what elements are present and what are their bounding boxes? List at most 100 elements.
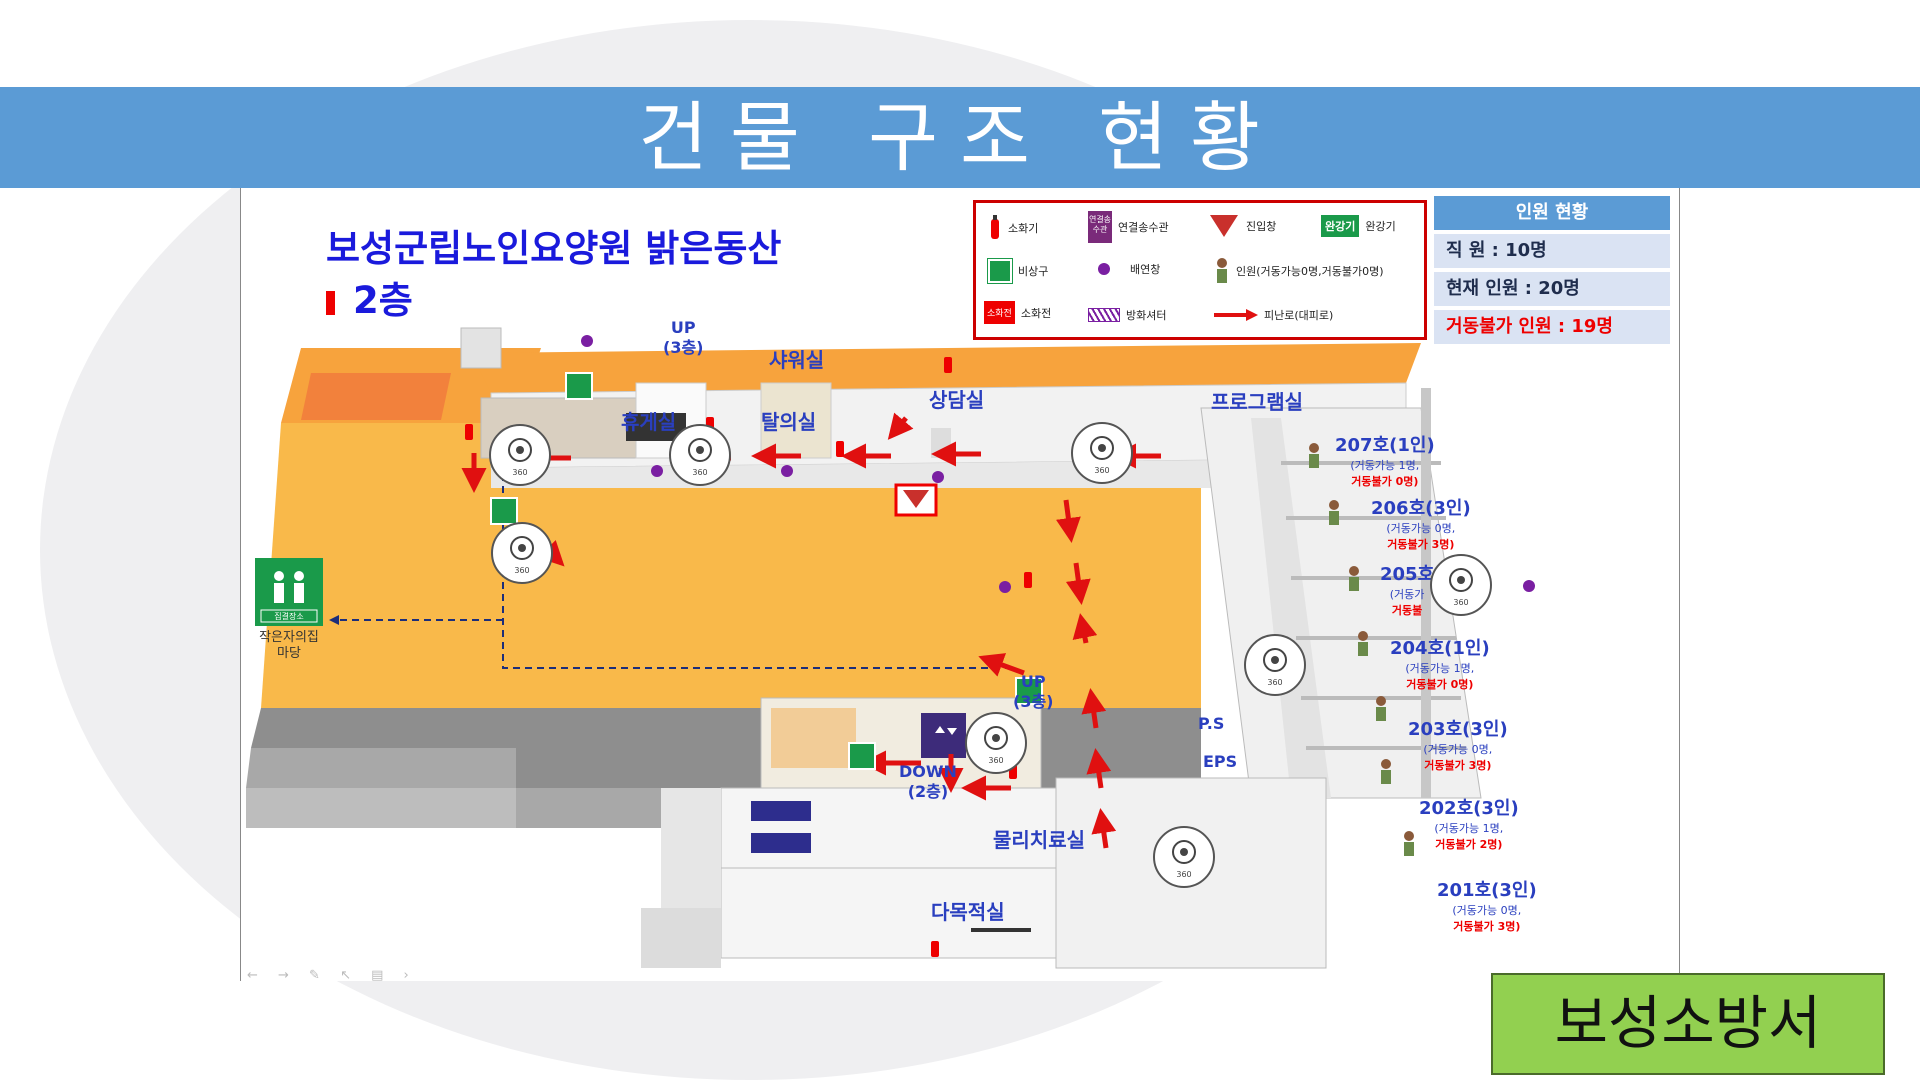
camera-lens-icon: 360 (688, 438, 712, 477)
room-program: 프로그램실 (1211, 390, 1303, 414)
staff-count: 직 원 : 10명 (1434, 234, 1670, 268)
ward-name: 206호(3인) (1371, 498, 1471, 519)
ward-immobile: 거동불가 3명) (1453, 920, 1521, 933)
assembly-sign-icon: 집결장소 (255, 558, 323, 626)
legend-smoke-vent: 배연창 (1098, 261, 1160, 277)
assembly-point: 집결장소 작은자의집 마당 (249, 558, 329, 662)
fire-shutter-icon (1088, 308, 1120, 322)
camera-360-icon[interactable]: 360 (965, 712, 1027, 774)
room-multipurpose: 다목적실 (931, 900, 1005, 924)
facility-name: 보성군립노인요양원 밝은동산 (326, 227, 782, 270)
assembly-line2: 마당 (277, 646, 301, 661)
legend-resident: 인원(거동가능0명,거동불가0명) (1214, 257, 1384, 285)
legend-label: 연결송수관 (1118, 221, 1169, 234)
svg-text:360: 360 (692, 468, 707, 477)
entry-window-icon (1210, 215, 1238, 237)
resident-markers (1309, 443, 1414, 856)
entry-window-marker (894, 483, 938, 517)
room-ps: P.S (1198, 714, 1225, 733)
fire-hydrant-icon: 소화전 (984, 301, 1015, 324)
legend-label: 진입창 (1246, 220, 1277, 233)
page-title: 건물 구조 현황 (638, 93, 1282, 182)
current-count: 현재 인원 : 20명 (1434, 272, 1670, 306)
svg-text:360: 360 (512, 468, 527, 477)
room-shower: 샤워실 (769, 348, 825, 372)
legend-emergency-exit: 비상구 (988, 259, 1048, 283)
camera-360-icon[interactable]: 360 (1153, 826, 1215, 888)
legend-label: 배연창 (1130, 263, 1161, 276)
camera-360-icon[interactable]: 360 (489, 424, 551, 486)
ward-immobile: 거동불 (1391, 604, 1423, 617)
smoke-vent-icon (1098, 263, 1110, 275)
ward-name: 201호(3인) (1437, 880, 1537, 901)
svg-text:360: 360 (1267, 678, 1282, 687)
legend-label: 인원(거동가능0명,거동불가0명) (1236, 265, 1384, 278)
camera-360-icon[interactable]: 360 (1244, 634, 1306, 696)
camera-360-icon[interactable]: 360 (1071, 422, 1133, 484)
stair-up-floor: (3층) (1013, 692, 1054, 711)
stair-up-middle: UP (3층) (1013, 672, 1053, 712)
ward-name: 202호(3인) (1419, 798, 1519, 819)
ward-name: 204호(1인) (1390, 638, 1490, 659)
stair-up-floor: (3층) (663, 338, 704, 357)
people-icon: 집결장소 (260, 571, 318, 623)
svg-text:360: 360 (1094, 466, 1109, 475)
elevator-marker (925, 718, 961, 754)
ward-name: 203호(3인) (1408, 719, 1508, 740)
legend-evacuation-route: 피난로(대피로) (1212, 307, 1333, 323)
room-counsel: 상담실 (929, 388, 985, 412)
camera-lens-icon: 360 (1263, 648, 1287, 687)
ward-immobile: 거동불가 0명) (1406, 678, 1474, 691)
station-name: 보성소방서 (1554, 989, 1822, 1057)
ward-immobile: 거동불가 3명) (1424, 759, 1492, 772)
exit-markers (490, 372, 1043, 770)
room-eps: EPS (1203, 752, 1238, 771)
camera-lens-icon: 360 (1172, 840, 1196, 879)
ward-205: 205호 (거동가 거동불 (1380, 560, 1434, 618)
ward-mobile: (거동가능 1명, (1405, 662, 1475, 675)
ward-mobile: (거동가능 0명, (1386, 522, 1456, 535)
camera-lens-icon: 360 (1449, 568, 1473, 607)
legend-label: 소화전 (1020, 306, 1052, 320)
camera-360-icon[interactable]: 360 (491, 522, 553, 584)
slide-nav-controls[interactable]: ← → ✎ ↖ ▤ › (247, 968, 417, 983)
legend-fire-hydrant: 소화전 소화전 (984, 301, 1051, 324)
floor-plan-slide: 보성군립노인요양원 밝은동산 2층 소화기 연결송수관 연결송수관 진입창 완강… (240, 188, 1680, 983)
fire-extinguisher-icon (991, 215, 999, 239)
camera-360-icon[interactable]: 360 (669, 424, 731, 486)
legend-label: 완강기 (1365, 220, 1396, 233)
ward-immobile: 거동불가 3명) (1387, 538, 1455, 551)
ward-mobile: (거동가 (1389, 588, 1425, 601)
camera-lens-icon: 360 (510, 536, 534, 575)
emergency-exit-icon (988, 259, 1012, 283)
personnel-status-panel: 인원 현황 직 원 : 10명 현재 인원 : 20명 거동불가 인원 : 19… (1434, 196, 1670, 344)
room-lounge: 휴게실 (621, 410, 677, 434)
svg-text:360: 360 (514, 566, 529, 575)
ward-201: 201호(3인) (거동가능 0명, 거동불가 3명) (1437, 876, 1537, 934)
svg-text:360: 360 (1453, 598, 1468, 607)
legend-entry-window: 진입창 (1208, 213, 1276, 239)
floor-label: 2층 (326, 270, 413, 324)
ward-immobile: 거동불가 0명) (1351, 475, 1419, 488)
legend-label: 비상구 (1018, 265, 1049, 278)
room-physio: 물리치료실 (993, 828, 1085, 852)
camera-lens-icon: 360 (1090, 436, 1114, 475)
east-wing (1200, 388, 1482, 799)
camera-360-icon[interactable]: 360 (1430, 554, 1492, 616)
fire-station-label: 보성소방서 (1491, 973, 1885, 1075)
south-block (641, 697, 1327, 969)
assembly-line1: 작은자의집 (259, 630, 319, 645)
ward-mobile: (거동가능 0명, (1452, 904, 1522, 917)
title-banner: 건물 구조 현황 (0, 87, 1920, 188)
ward-mobile: (거동가능 1명, (1434, 822, 1504, 835)
legend-label: 소화기 (1008, 222, 1039, 235)
ward-206: 206호(3인) (거동가능 0명, 거동불가 3명) (1371, 494, 1471, 552)
room-changing: 탈의실 (761, 410, 817, 434)
ward-207: 207호(1인) (거동가능 1명, 거동불가 0명) (1335, 431, 1435, 489)
camera-lens-icon: 360 (984, 726, 1008, 765)
floor-text: 2층 (353, 279, 413, 322)
camera-lens-icon: 360 (508, 438, 532, 477)
resident-icon (1217, 258, 1227, 283)
legend-standpipe: 연결송수관 연결송수관 (1088, 211, 1169, 243)
floor-mark (326, 290, 335, 315)
